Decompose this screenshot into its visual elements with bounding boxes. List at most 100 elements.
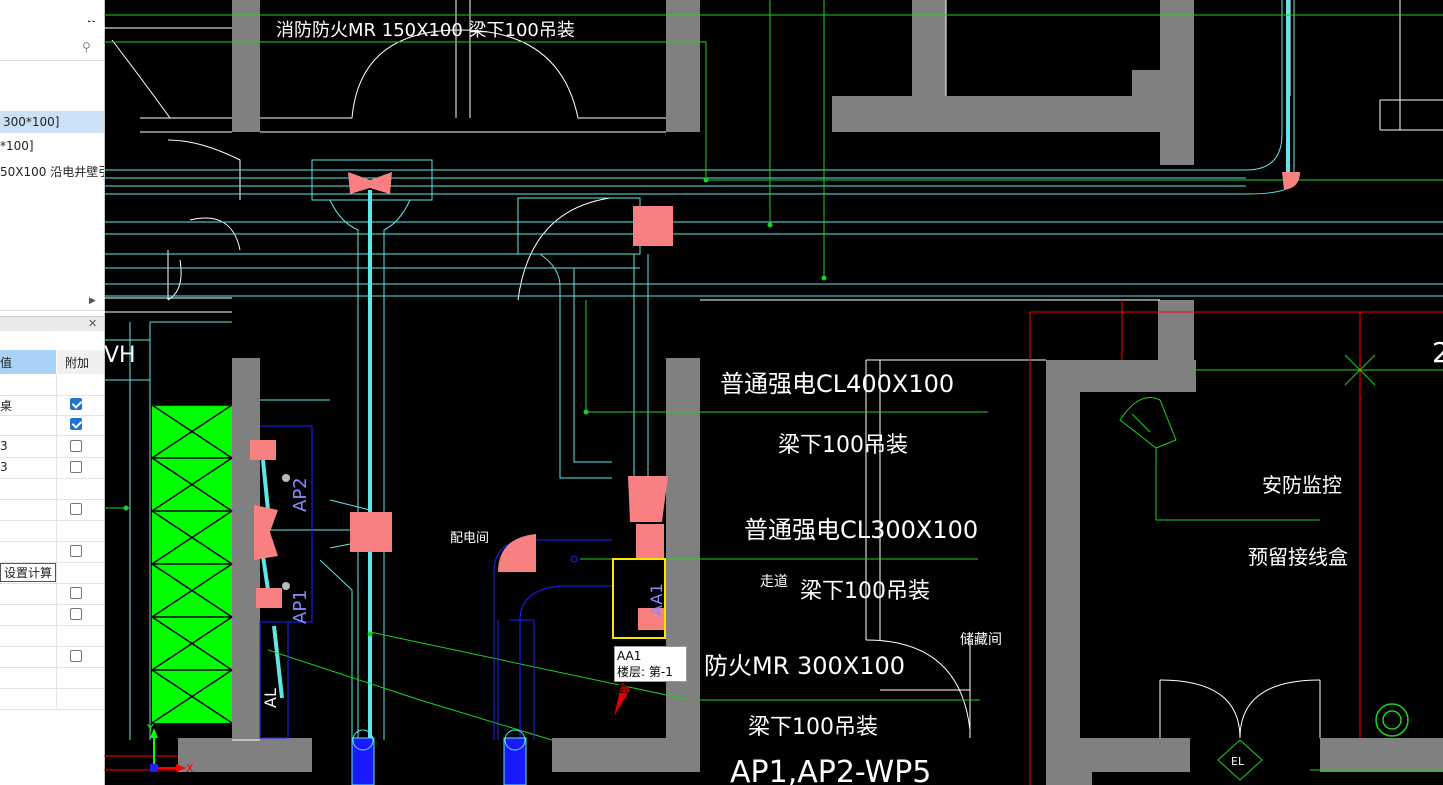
cad-labels: 消防防火MR 150X100 梁下100吊装 普通强电CL400X100 梁下1… <box>104 20 1443 785</box>
column-divider <box>56 374 57 395</box>
label-fire-300: 防火MR 300X100 <box>704 652 905 680</box>
ap-marker <box>282 474 290 482</box>
camera-symbol <box>1119 397 1177 449</box>
al-box <box>259 621 289 739</box>
property-row[interactable] <box>0 646 104 668</box>
property-value: 桌 <box>0 399 13 413</box>
library-item[interactable]: 50X100 沿电井壁引 <box>0 160 104 180</box>
property-row[interactable] <box>0 688 104 710</box>
column-divider <box>56 414 57 435</box>
tooltip-floor: 楼层: 第-1层 <box>617 665 673 695</box>
column-divider <box>56 583 57 604</box>
property-row[interactable] <box>0 625 104 647</box>
extra-checkbox[interactable] <box>70 545 82 557</box>
transformer-block <box>151 404 233 724</box>
axis-x-label: X <box>186 762 194 775</box>
setup-calc-button[interactable]: 设置计算 <box>0 563 57 582</box>
scroll-right-icon[interactable]: ▶ <box>89 296 96 306</box>
extra-checkbox[interactable] <box>70 650 82 662</box>
column-divider <box>56 688 57 709</box>
label-hang-b: 梁下100吊装 <box>800 579 930 604</box>
label-power-400: 普通强电CL400X100 <box>720 370 954 398</box>
column-divider <box>56 436 57 457</box>
red-lines <box>104 300 1443 785</box>
property-row[interactable] <box>0 667 104 689</box>
library-scrollbar[interactable]: ▶ <box>0 296 104 311</box>
hatch-line <box>151 404 233 459</box>
cad-canvas[interactable]: X Y 消防防火MR 150X100 梁下100吊装 普通强电CL400X100… <box>104 0 1443 785</box>
header-extra: 附加 <box>57 350 104 374</box>
extra-checkbox[interactable] <box>70 503 82 515</box>
property-row[interactable] <box>0 499 104 521</box>
label-wp5: AP1,AP2-WP5 <box>730 755 931 785</box>
property-row[interactable]: 设置计算 <box>0 562 104 584</box>
library-item-selected[interactable]: 300*100] <box>0 111 104 133</box>
extra-checkbox[interactable] <box>70 418 82 430</box>
library-item[interactable]: *100] <box>0 136 104 156</box>
label-vh: VH <box>104 343 136 368</box>
label-walkway: 走道 <box>760 574 788 590</box>
property-row[interactable] <box>0 520 104 542</box>
red-arrow <box>614 682 630 716</box>
collapse-icon[interactable]: ▸▸ <box>88 18 97 22</box>
conduits <box>261 0 1290 740</box>
library-item-label: 50X100 沿电井壁引 <box>0 165 104 179</box>
arch-lines <box>104 0 1443 741</box>
property-row[interactable] <box>0 414 104 436</box>
axis-y-label: Y <box>146 722 154 735</box>
green-nodes <box>123 177 827 637</box>
selection-box[interactable] <box>612 558 666 639</box>
hatch-line <box>151 616 233 671</box>
hatch-line <box>151 457 233 512</box>
fixture-symbol <box>1382 710 1402 730</box>
property-row[interactable] <box>0 604 104 626</box>
extra-checkbox[interactable] <box>70 608 82 620</box>
label-edge: 2 <box>1432 336 1443 369</box>
column-divider <box>56 499 57 520</box>
column-divider <box>56 541 57 562</box>
property-row[interactable]: 3 <box>0 457 104 479</box>
header-value: 值 <box>0 350 56 374</box>
hatch-line <box>151 510 233 565</box>
label-aa1: AA1 <box>647 583 666 616</box>
extra-checkbox[interactable] <box>70 440 82 452</box>
blue-lines <box>260 425 612 785</box>
tooltip-title: AA1 <box>617 649 642 663</box>
library-item-label: *100] <box>0 139 34 153</box>
column-divider <box>56 667 57 688</box>
column-divider <box>56 625 57 646</box>
equipment-shapes <box>250 172 1300 630</box>
extra-checkbox[interactable] <box>70 398 82 410</box>
label-junction-box: 预留接线盒 <box>1248 545 1348 569</box>
cable-tray-lines <box>104 0 1443 740</box>
label-hang-a: 梁下100吊装 <box>778 433 908 458</box>
property-value: 3 <box>0 439 8 453</box>
column-divider <box>56 646 57 667</box>
property-row[interactable] <box>0 374 104 396</box>
column-divider <box>56 394 57 415</box>
property-row[interactable] <box>0 541 104 563</box>
property-row[interactable]: 3 <box>0 436 104 458</box>
library-item-label: 300*100] <box>3 115 60 129</box>
column-divider <box>56 604 57 625</box>
label-storage-room: 储藏间 <box>960 632 1002 648</box>
property-row[interactable]: 桌 <box>0 394 104 416</box>
fixture-symbol <box>1375 703 1409 737</box>
riser-symbols <box>351 729 527 785</box>
extra-checkbox[interactable] <box>70 461 82 473</box>
green-lines <box>104 0 1443 771</box>
library-search[interactable]: ⚲ <box>0 38 104 61</box>
extra-checkbox[interactable] <box>70 587 82 599</box>
search-icon[interactable]: ⚲ <box>82 40 91 54</box>
label-hang-c: 梁下100吊装 <box>748 715 878 740</box>
library-header: 件库 ▸▸ <box>0 0 104 22</box>
property-row[interactable] <box>0 583 104 605</box>
property-value: 3 <box>0 460 8 474</box>
property-row[interactable] <box>0 478 104 500</box>
library-label: 件库 <box>0 20 24 22</box>
hatch-line <box>151 669 233 724</box>
label-fire-top: 消防防火MR 150X100 梁下100吊装 <box>276 20 575 41</box>
label-distribution-room: 配电间 <box>450 531 489 546</box>
label-ap2: AP2 <box>290 477 311 512</box>
close-icon[interactable]: ✕ <box>88 317 98 330</box>
